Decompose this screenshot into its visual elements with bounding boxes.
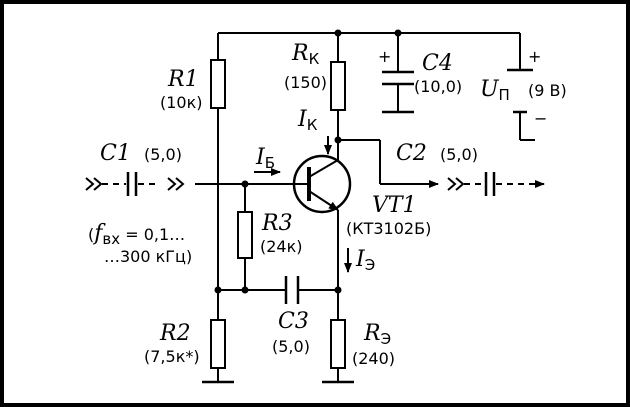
r2-body xyxy=(210,319,226,369)
resistor-bodies xyxy=(210,59,346,369)
c3-symbol xyxy=(284,276,300,304)
r2-label: R2 xyxy=(159,321,191,346)
supply-value: (9 В) xyxy=(528,81,567,100)
c1-value: (5,0) xyxy=(144,145,182,164)
c2-output xyxy=(447,172,545,196)
rk-label: RК xyxy=(291,41,320,68)
c2-value: (5,0) xyxy=(440,145,478,164)
supply-symbol xyxy=(507,68,535,141)
input-frequency-note-line1: (fвх = 0,1… xyxy=(88,221,185,248)
transistor-vt1 xyxy=(292,154,352,214)
rk-value: (150) xyxy=(284,73,327,92)
c1-input xyxy=(85,172,185,196)
supply-minus: − xyxy=(534,109,547,128)
ib-label: IБ xyxy=(255,145,275,172)
re-body xyxy=(330,319,346,369)
r1-body xyxy=(210,59,226,109)
ie-label: IЭ xyxy=(355,247,375,274)
r1-label: R1 xyxy=(167,67,199,92)
c4-value: (10,0) xyxy=(414,77,462,96)
c4-label: C4 xyxy=(422,51,453,76)
re-value: (240) xyxy=(352,349,395,368)
c3-value: (5,0) xyxy=(272,337,310,356)
c4-symbol xyxy=(382,70,414,86)
rk-body xyxy=(330,61,346,111)
vt1-type: (КТ3102Б) xyxy=(346,219,431,238)
r3-label: R3 xyxy=(261,211,293,236)
ground-symbols xyxy=(202,110,414,384)
vt1-label: VT1 xyxy=(372,193,417,218)
ik-label: IК xyxy=(297,107,318,134)
supply-label: UП xyxy=(480,77,510,104)
c1-label: C1 xyxy=(100,141,131,166)
supply-plus: + xyxy=(528,47,541,66)
c2-label: C2 xyxy=(396,141,427,166)
wires xyxy=(195,32,521,382)
junction-dots xyxy=(214,29,402,294)
r1-value: (10к) xyxy=(160,93,203,112)
re-label: RЭ xyxy=(363,321,391,348)
c4-plus: + xyxy=(378,47,391,66)
current-arrows xyxy=(254,136,352,273)
r3-body xyxy=(237,211,253,259)
r3-value: (24к) xyxy=(260,237,303,256)
r2-value: (7,5к*) xyxy=(144,347,200,366)
c3-label: C3 xyxy=(278,309,309,334)
input-frequency-note-line2: …300 кГц) xyxy=(104,247,192,266)
